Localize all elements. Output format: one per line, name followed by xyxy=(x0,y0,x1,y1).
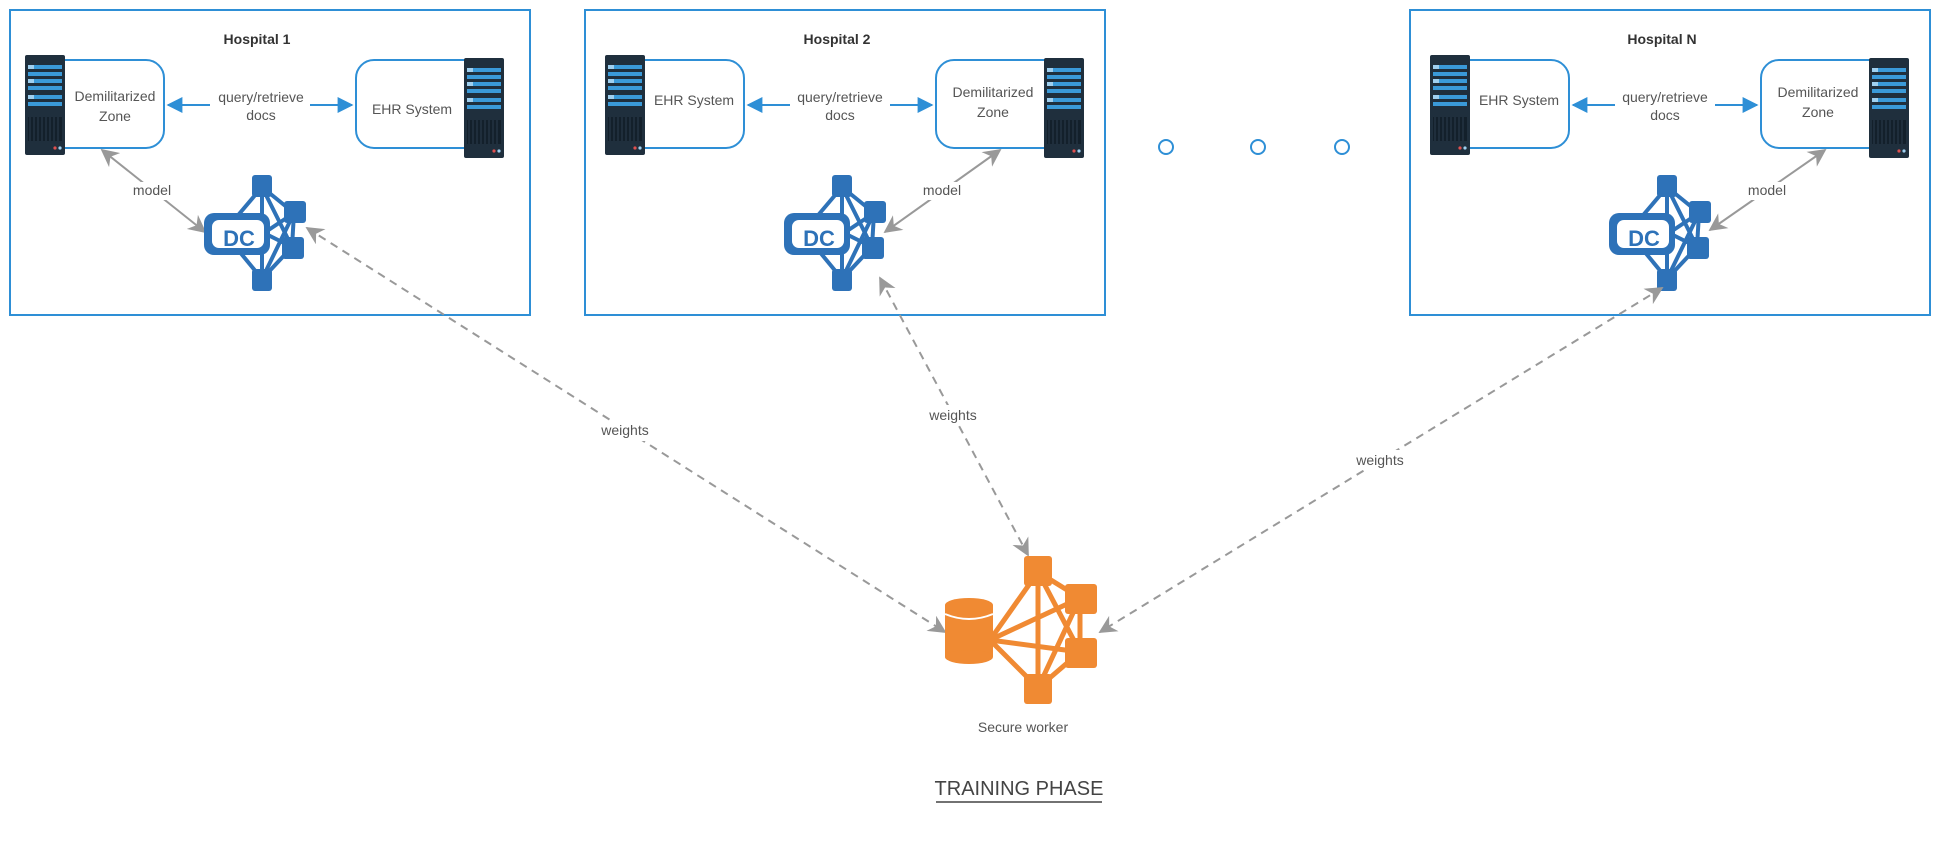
server-icon xyxy=(604,54,646,156)
hospital-n-left-box-label: EHR System xyxy=(1479,92,1559,108)
hospital-n-title: Hospital N xyxy=(1627,31,1696,47)
server-icon xyxy=(463,57,505,159)
weights-label-hospital-2: weights xyxy=(928,407,976,423)
dc-network-icon xyxy=(1607,173,1713,293)
server-icon xyxy=(1868,57,1910,159)
hospital-1-frame xyxy=(9,9,531,316)
dc-network-icon xyxy=(202,173,308,293)
weights-connections: weights weights weights xyxy=(305,227,1664,633)
hospital-1-title: Hospital 1 xyxy=(224,31,291,47)
server-icon xyxy=(1043,57,1085,159)
hospital-n-frame xyxy=(1409,9,1931,316)
hospital-2-left-box-label: EHR System xyxy=(654,92,734,108)
server-icon xyxy=(24,54,66,156)
secure-worker-icon xyxy=(944,556,1097,704)
hospital-1-right-box-label: EHR System xyxy=(372,101,452,117)
hospital-1-dc-label: DC xyxy=(223,226,255,251)
hospital-2-title: Hospital 2 xyxy=(804,31,871,47)
weights-label-hospital-n: weights xyxy=(1355,452,1403,468)
ellipsis-circle-icon xyxy=(1158,139,1174,155)
dc-network-icon xyxy=(782,173,888,293)
phase-title: TRAINING PHASE xyxy=(935,778,1104,800)
secure-worker-label: Secure worker xyxy=(978,719,1069,735)
server-icon xyxy=(1429,54,1471,156)
hospital-2-dc-label: DC xyxy=(803,226,835,251)
hospital-n-model-label: model xyxy=(1748,182,1786,198)
ellipsis-circle-icon xyxy=(1250,139,1266,155)
hospital-ellipsis xyxy=(1158,139,1350,155)
ellipsis-circle-icon xyxy=(1334,139,1350,155)
hospital-1-model-label: model xyxy=(133,182,171,198)
hospital-2-model-label: model xyxy=(923,182,961,198)
hospital-n-dc-label: DC xyxy=(1628,226,1660,251)
weights-label-hospital-1: weights xyxy=(600,422,648,438)
